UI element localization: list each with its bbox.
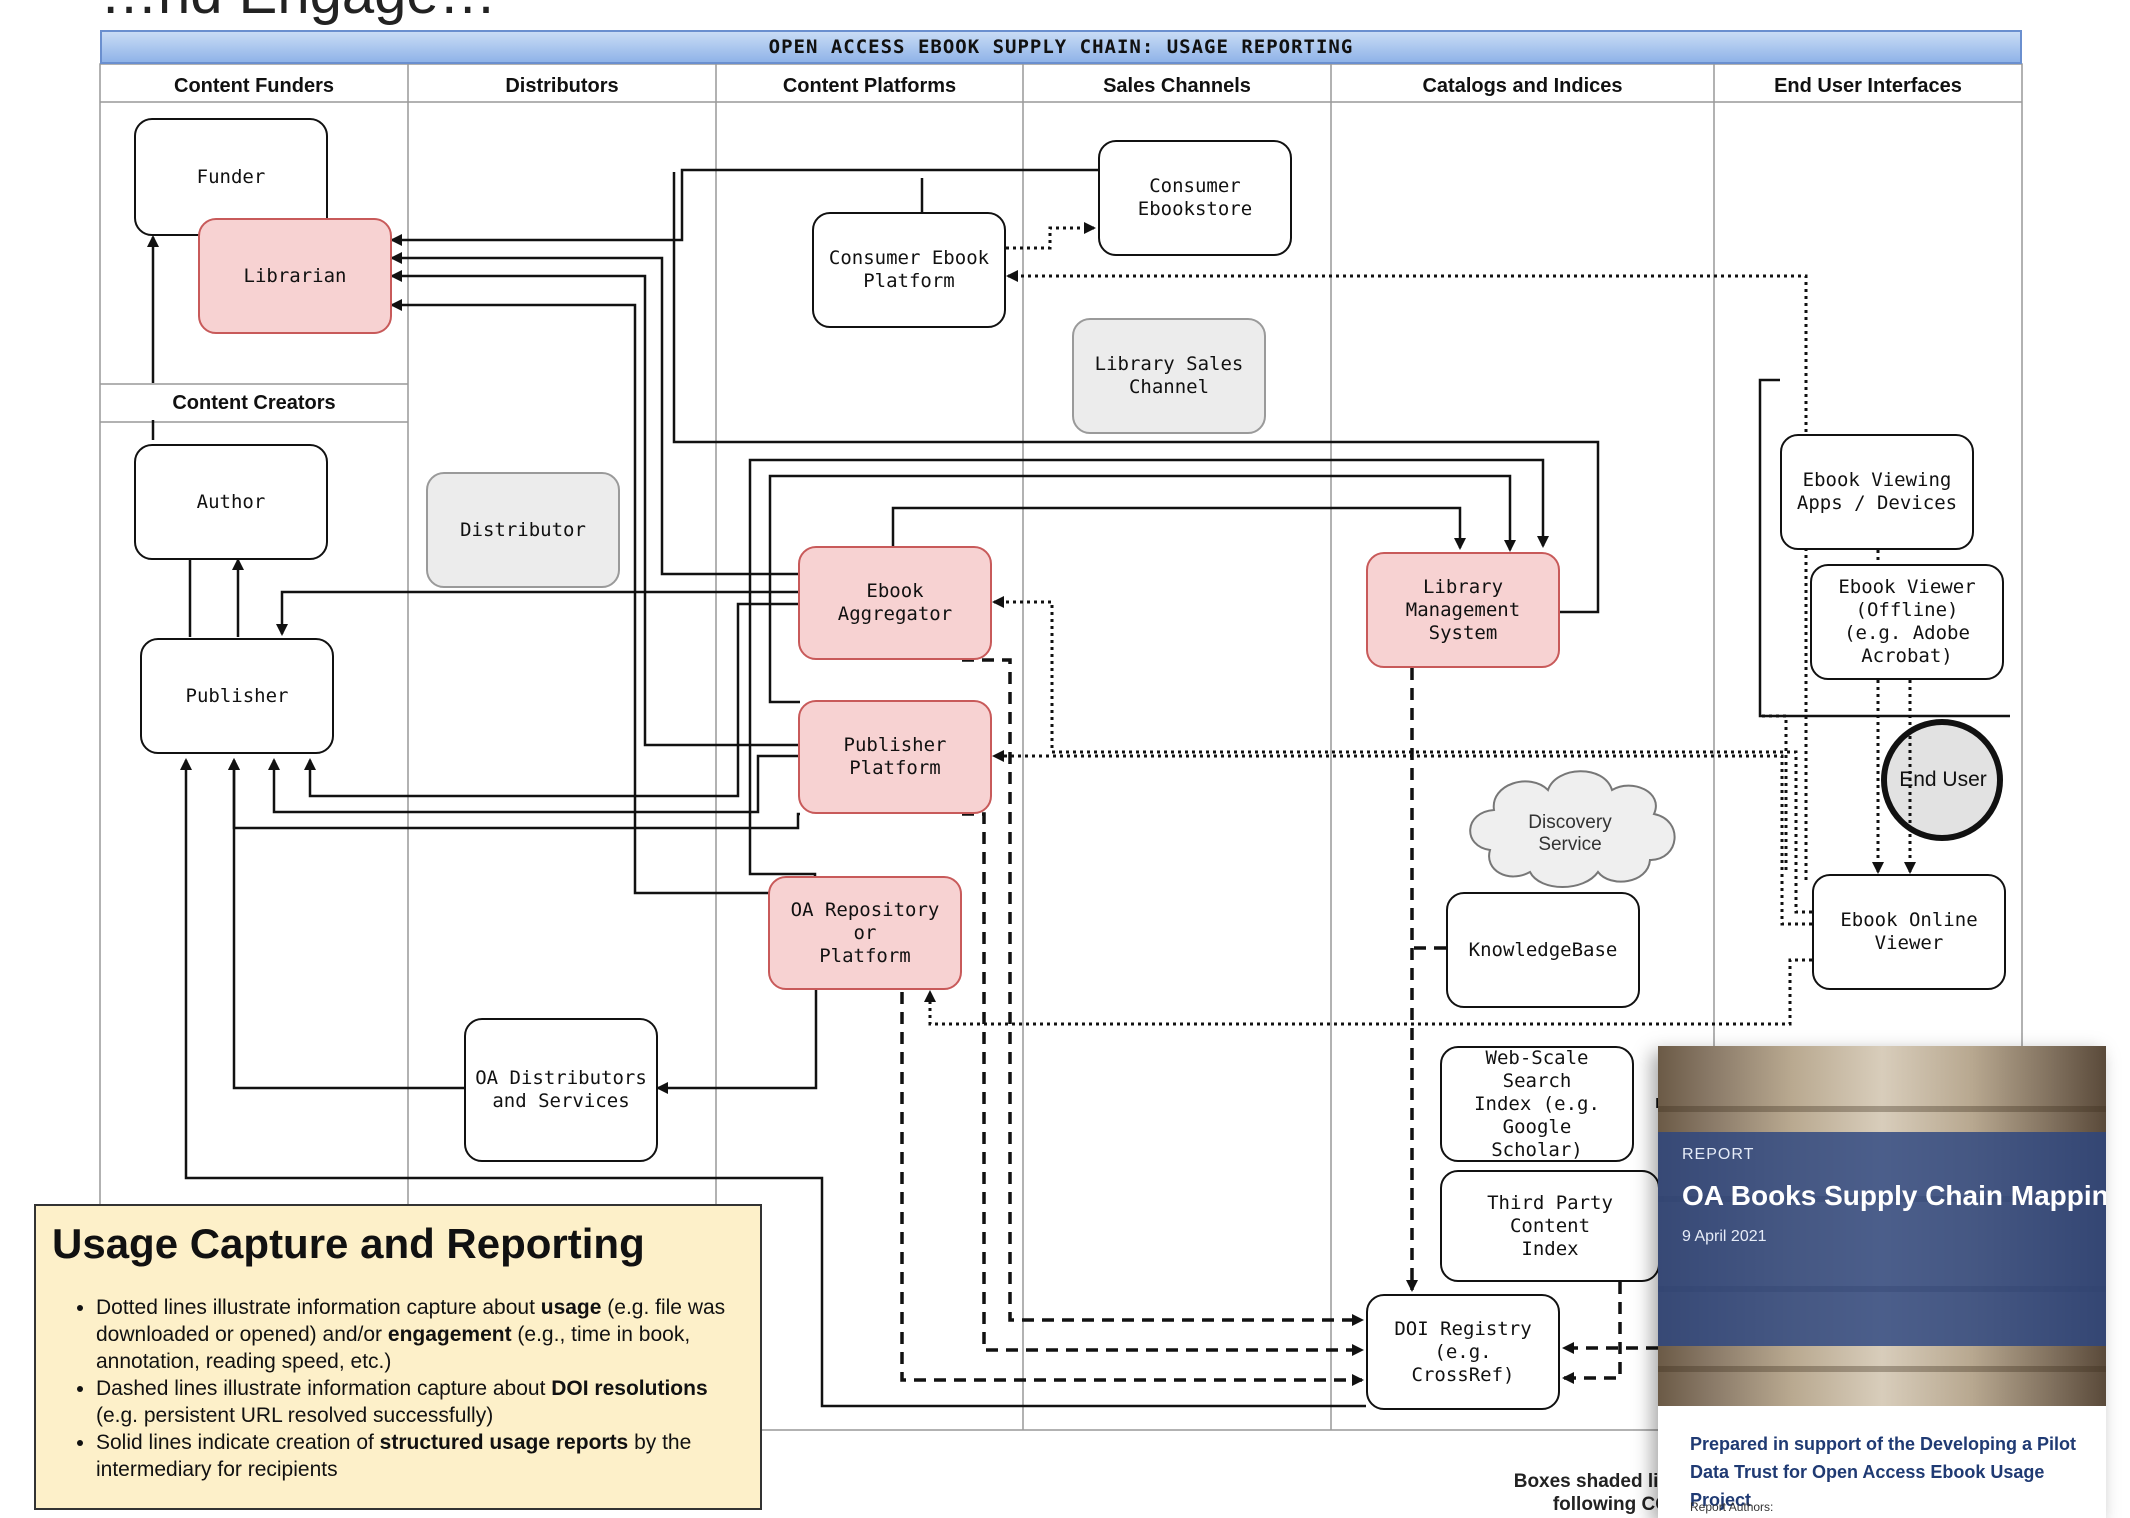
- connector: [1758, 378, 2010, 718]
- connector: [228, 758, 464, 1090]
- connector: [390, 252, 800, 576]
- connector: [228, 758, 800, 830]
- connector: [768, 474, 1516, 704]
- connector: [276, 590, 800, 636]
- legend-item-dashed: Dashed lines illustrate information capt…: [96, 1375, 744, 1429]
- connector: [924, 958, 1812, 1026]
- report-title: OA Books Supply Chain Mapping: [1682, 1180, 2106, 1211]
- lane-title: End User Interfaces: [1774, 74, 1962, 97]
- node-ebook-aggregator: Ebook Aggregator: [798, 546, 992, 660]
- report-description: Prepared in support of the Developing a …: [1690, 1434, 2077, 1510]
- report-title-band: [1658, 1132, 2106, 1346]
- report-date: 9 April 2021: [1682, 1228, 1767, 1245]
- connector: [304, 602, 800, 798]
- connector: [1006, 270, 1808, 880]
- node-ebook-online-viewer: Ebook Online Viewer: [1812, 874, 2006, 990]
- sublane-title: Content Creators: [172, 391, 336, 414]
- node-funder: Funder: [134, 118, 328, 236]
- node-discovery-service: Discovery Service: [1528, 812, 1612, 855]
- partial-page-title: …nd Engage…: [100, 0, 497, 27]
- node-publisher-platform: Publisher Platform: [798, 700, 992, 814]
- report-authors-label: Report Authors:: [1690, 1500, 1774, 1514]
- report-kicker: REPORT: [1682, 1146, 1755, 1163]
- node-ebook-viewing-apps: Ebook Viewing Apps / Devices: [1780, 434, 1974, 550]
- connector: [748, 458, 1549, 892]
- connector: [962, 658, 1364, 1326]
- node-ebook-viewer-offline: Ebook Viewer (Offline) (e.g. Adobe Acrob…: [1810, 564, 2004, 680]
- lane-title: Sales Channels: [1103, 74, 1251, 97]
- connector: [268, 754, 800, 814]
- end-user-circle: [1881, 719, 2003, 841]
- dotted-connectors: [924, 222, 1916, 1026]
- connector: [962, 812, 1364, 1356]
- node-web-scale-search-index: Web-Scale Search Index (e.g. Google Scho…: [1440, 1046, 1634, 1162]
- node-librarian: Librarian: [198, 218, 392, 334]
- lane-title: Content Funders: [174, 74, 334, 97]
- connector: [1760, 714, 1788, 870]
- node-consumer-ebookstore: Consumer Ebookstore: [1098, 140, 1292, 256]
- legend-list: Dotted lines illustrate information capt…: [52, 1294, 744, 1483]
- lane-title: Catalogs and Indices: [1422, 74, 1623, 97]
- connector: [1562, 1282, 1622, 1384]
- node-distributor: Distributor: [426, 472, 620, 588]
- node-library-management-system: Library Management System: [1366, 552, 1560, 668]
- connector: [992, 596, 1812, 914]
- diagram-title: OPEN ACCESS EBOOK SUPPLY CHAIN: USAGE RE…: [100, 30, 2022, 64]
- shading-footnote: Boxes shaded lig following CO: [1513, 1471, 1670, 1515]
- connector: [390, 299, 815, 895]
- legend-item-solid: Solid lines indicate creation of structu…: [96, 1429, 744, 1483]
- legend-title: Usage Capture and Reporting: [52, 1220, 645, 1267]
- lane-frame: [99, 63, 2023, 1431]
- connector: [992, 750, 1812, 926]
- connector: [672, 172, 1600, 614]
- connector: [1006, 222, 1096, 250]
- node-publisher: Publisher: [140, 638, 334, 754]
- connector: [900, 992, 1364, 1386]
- lane-title: Distributors: [505, 74, 619, 97]
- node-knowledgebase: KnowledgeBase: [1446, 892, 1640, 1008]
- connector: [891, 506, 1466, 550]
- report-cover: REPORT OA Books Supply Chain Mapping 9 A…: [1658, 1046, 2106, 1518]
- node-oa-repository: OA Repository or Platform: [768, 876, 962, 990]
- legend-panel: Usage Capture and Reporting Dotted lines…: [34, 1204, 762, 1510]
- solid-connectors: [147, 168, 2010, 1408]
- connector: [656, 990, 818, 1094]
- node-end-user: End User: [1899, 768, 1987, 791]
- legend-item-dotted: Dotted lines illustrate information capt…: [96, 1294, 744, 1375]
- connector: [390, 270, 800, 747]
- node-oa-distributors: OA Distributors and Services: [464, 1018, 658, 1162]
- node-doi-registry: DOI Registry (e.g. CrossRef): [1366, 1294, 1560, 1410]
- dashed-connectors: [900, 658, 1660, 1386]
- connector: [390, 168, 1098, 246]
- connector: [180, 758, 1366, 1408]
- node-library-sales-channel: Library Sales Channel: [1072, 318, 1266, 434]
- node-author: Author: [134, 444, 328, 560]
- node-consumer-ebook-platform: Consumer Ebook Platform: [812, 212, 1006, 328]
- node-third-party-content-index: Third Party Content Index: [1440, 1170, 1660, 1282]
- lane-title: Content Platforms: [782, 74, 957, 97]
- discovery-service-cloud: [1469, 770, 1676, 888]
